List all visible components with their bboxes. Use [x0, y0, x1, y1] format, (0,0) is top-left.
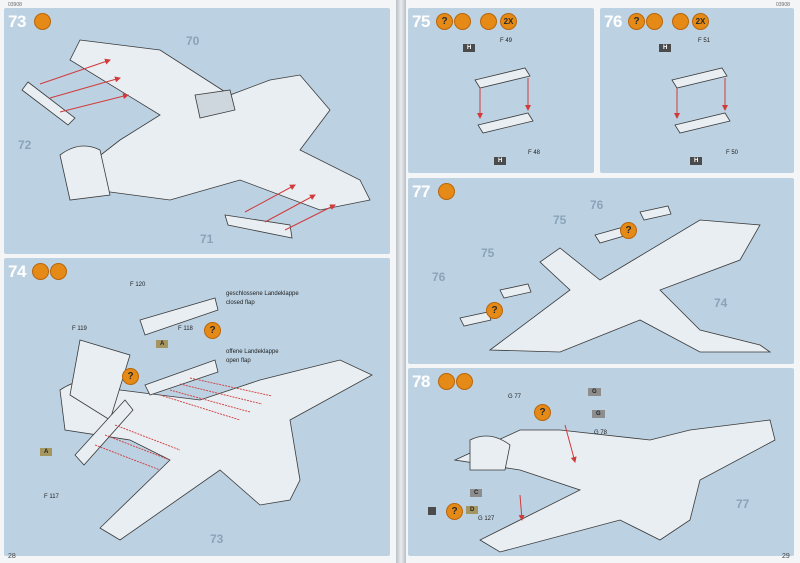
glue-icon	[646, 13, 663, 30]
color-flag: D	[466, 506, 479, 514]
color-flag: H	[494, 157, 507, 165]
part-number: 71	[200, 232, 214, 246]
color-flag: G	[592, 410, 605, 418]
color-flag: A	[40, 448, 53, 456]
part-number: 72	[18, 138, 32, 152]
header-code-right: 03908	[776, 2, 790, 8]
part-number: 77	[736, 497, 750, 511]
step-74-number: 74	[8, 262, 26, 281]
part-ref: F 48	[528, 150, 541, 156]
part-number: 76	[432, 270, 446, 284]
repeat-badge: 2X	[692, 13, 709, 30]
glue-icon	[34, 13, 51, 30]
open-flap-label-en: open flap	[226, 358, 251, 364]
gutter	[396, 0, 406, 563]
paint-icon	[456, 373, 473, 390]
part-number: 76	[590, 198, 604, 212]
glue-icon	[454, 13, 471, 30]
step-76-panel	[600, 8, 794, 173]
step-74-aircraft	[59, 297, 373, 541]
paint-icon	[480, 13, 497, 30]
option-icon: ?	[486, 302, 503, 319]
option-icon: ?	[436, 13, 453, 30]
part-number: 70	[186, 34, 200, 48]
option-icon: ?	[628, 13, 645, 30]
part-number: 74	[714, 296, 728, 310]
part-ref: F 118	[178, 326, 193, 332]
step-78-aircraft	[453, 419, 776, 553]
step-78-number: 78	[412, 372, 430, 391]
part-ref: F 120	[130, 282, 146, 288]
step-75-number: 75	[412, 12, 430, 31]
closed-flap-label-en: closed flap	[226, 300, 255, 306]
open-flap-label-de: offene Landeklappe	[226, 349, 279, 355]
part-ref: G 77	[508, 394, 522, 400]
part-ref: F 50	[726, 150, 739, 156]
part-ref: F 117	[44, 494, 59, 500]
option-icon: ?	[122, 368, 139, 385]
glue-icon	[438, 373, 455, 390]
color-flag: H	[659, 44, 672, 52]
color-flag: C	[470, 489, 483, 497]
part-number: 73	[210, 532, 224, 546]
part-ref: F 119	[72, 326, 87, 332]
part-number: 75	[553, 213, 567, 227]
closed-flap-label-de: geschlossene Landeklappe	[226, 291, 299, 297]
option-icon: ?	[204, 322, 221, 339]
glue-icon	[438, 183, 455, 200]
option-icon: ?	[446, 503, 463, 520]
color-flag: G	[588, 388, 601, 396]
option-icon: ?	[534, 404, 551, 421]
paint-icon	[672, 13, 689, 30]
step-77-aircraft	[459, 205, 772, 353]
part-ref: F 49	[500, 38, 513, 44]
part-number: 75	[481, 246, 495, 260]
step-76-parts	[671, 67, 731, 134]
step-75-parts	[474, 67, 534, 134]
header-code-left: 03908	[8, 2, 22, 8]
part-ref: G 78	[594, 430, 608, 436]
color-flag: H	[463, 44, 476, 52]
color-flag: H	[690, 157, 703, 165]
step-76-number: 76	[604, 12, 622, 31]
page-number-left: 28	[8, 553, 16, 560]
repeat-badge: 2X	[500, 13, 517, 30]
part-ref: G 127	[478, 516, 495, 522]
page-number-right: 29	[782, 553, 790, 560]
step-73-number: 73	[8, 12, 26, 31]
step-77-number: 77	[412, 182, 430, 201]
step-73-aircraft	[21, 39, 371, 239]
glue-icon	[32, 263, 49, 280]
option-icon: ?	[620, 222, 637, 239]
color-flag: A	[156, 340, 169, 348]
paint-icon	[50, 263, 67, 280]
dark-marker	[428, 507, 436, 515]
step-75-panel	[408, 8, 594, 173]
part-ref: F 51	[698, 38, 711, 44]
